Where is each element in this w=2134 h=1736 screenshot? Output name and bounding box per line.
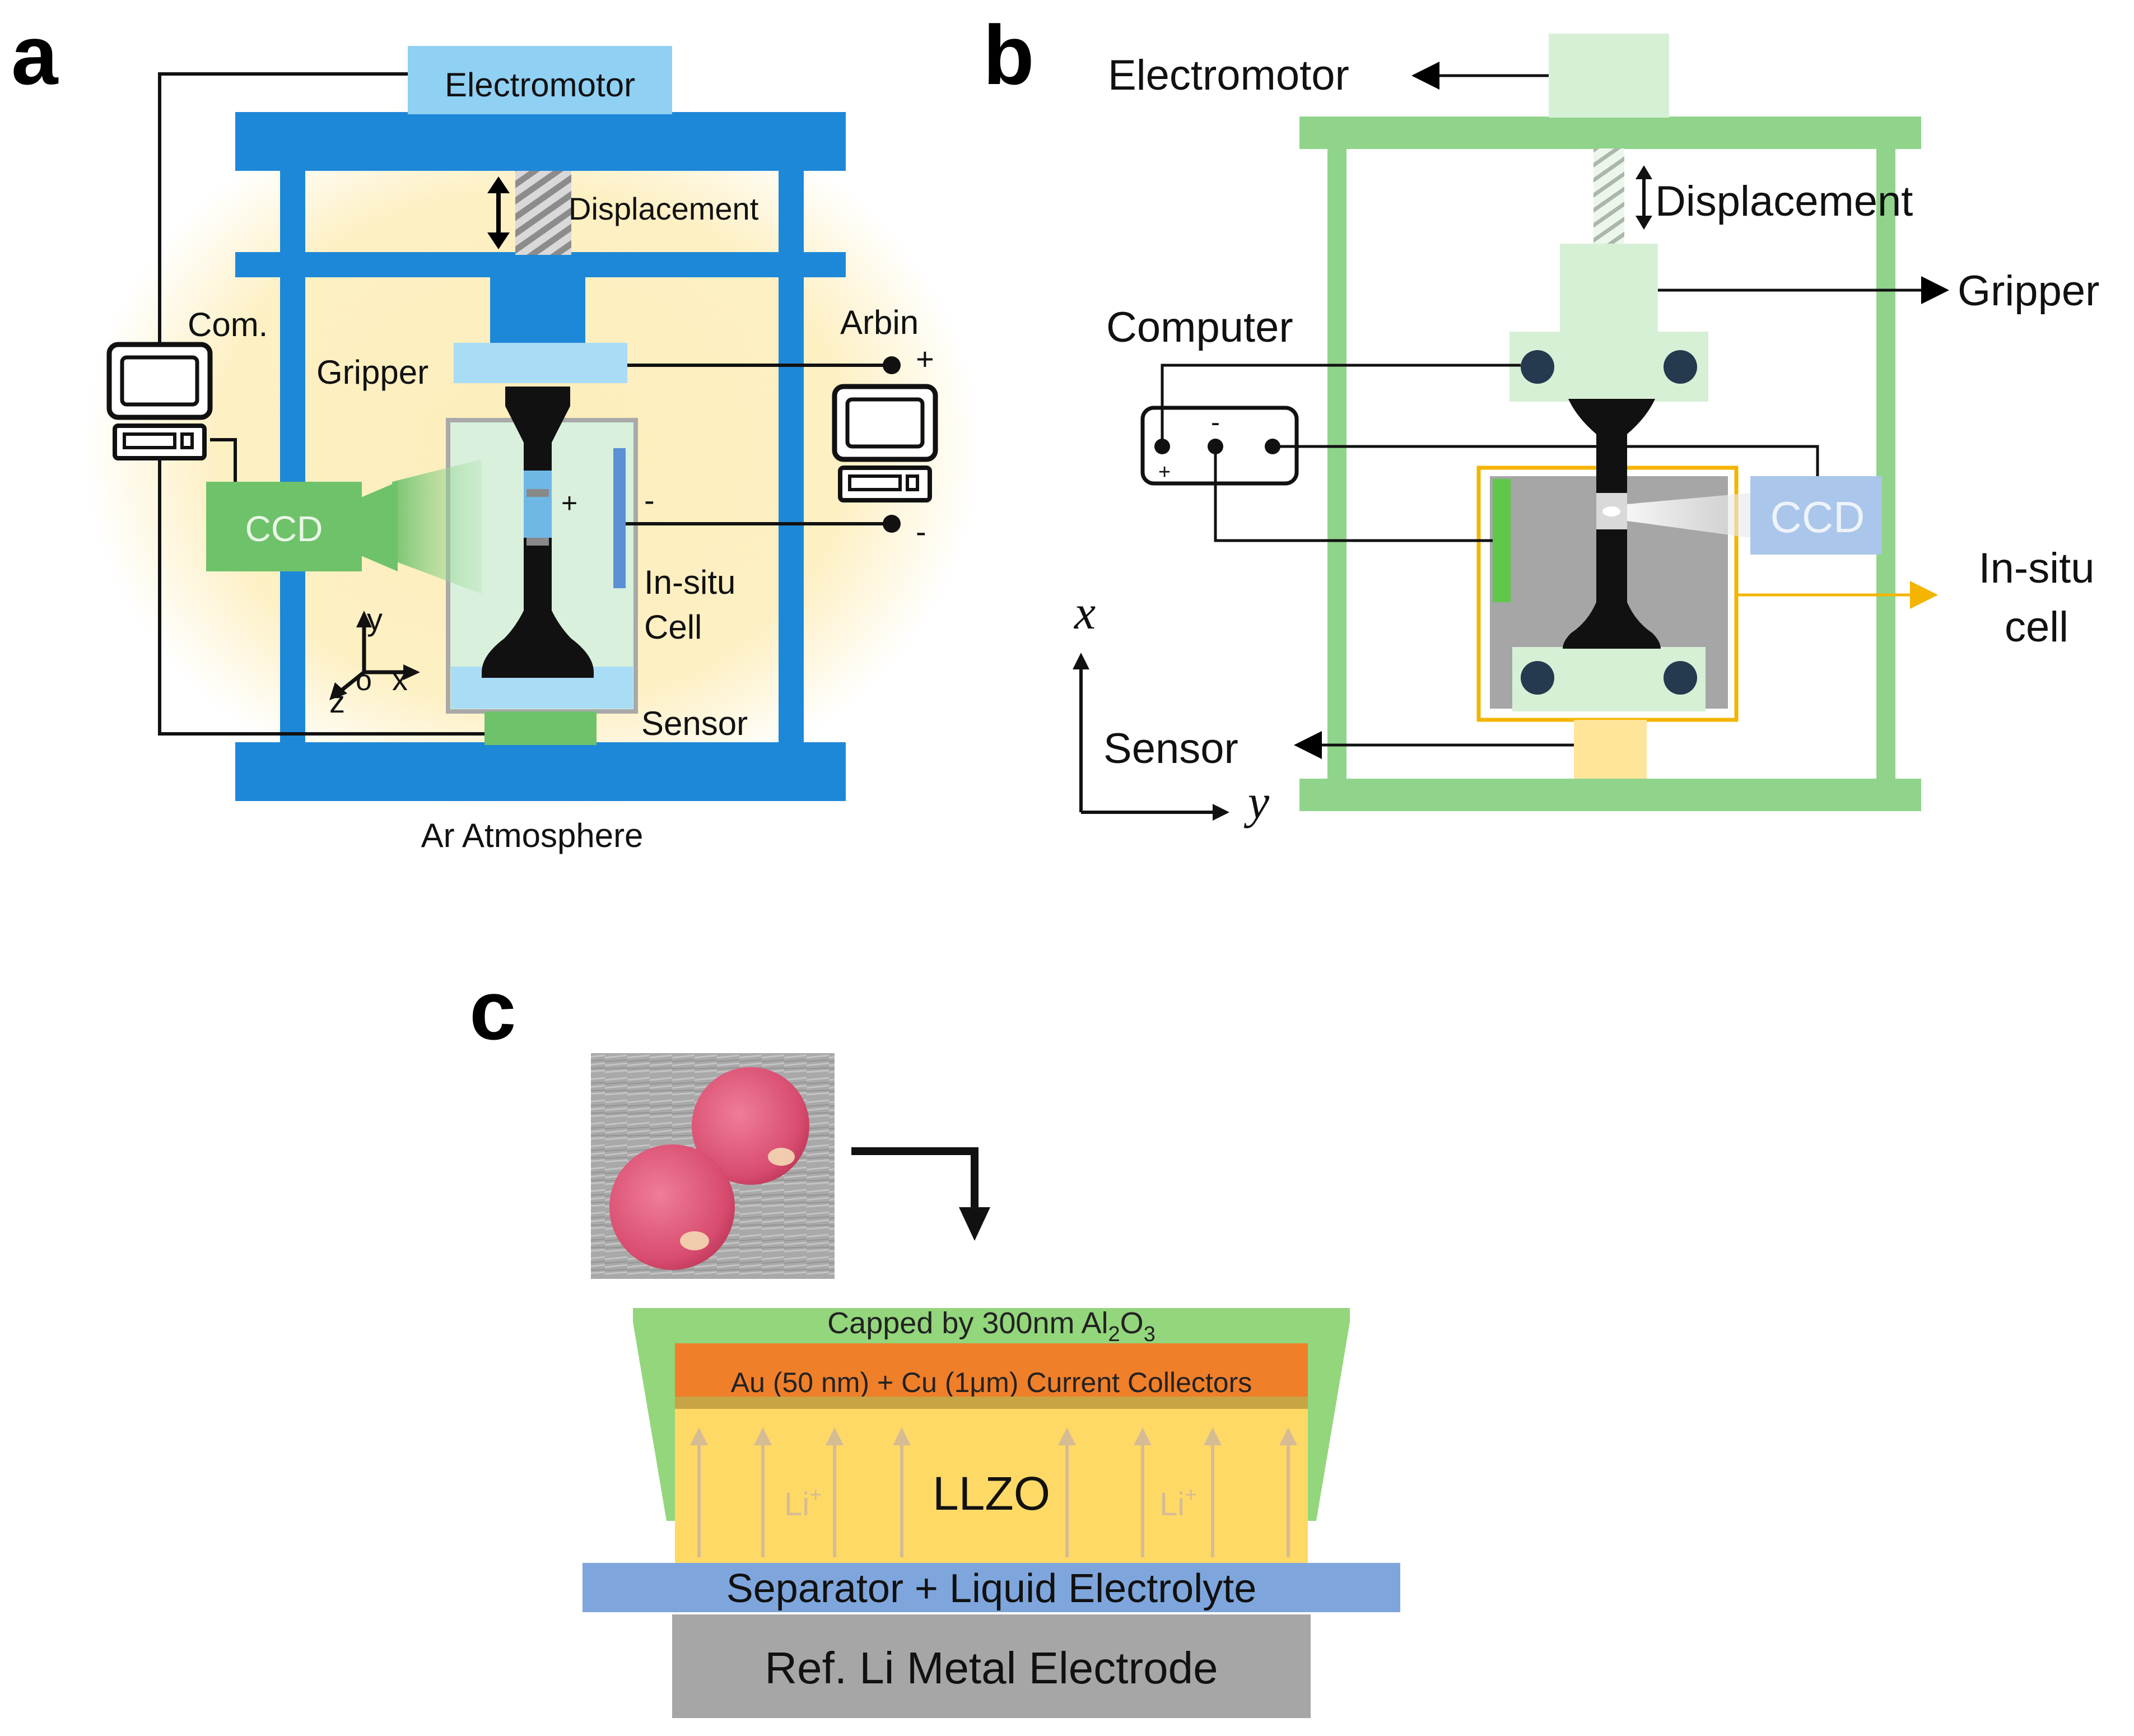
llzo-label: LLZO (933, 1467, 1050, 1520)
b-axis-y-label: y (1243, 775, 1270, 829)
llzo-pellet-photo (591, 1053, 835, 1279)
computer-icon (106, 342, 213, 460)
frame-crossbar (235, 252, 846, 277)
reference-electrode-layer (672, 1614, 1311, 1718)
cell-minus-label: - (644, 482, 655, 518)
gripper-head (490, 274, 585, 347)
ccd-beam-cone (392, 459, 482, 594)
electromotor-label: Electromotor (445, 66, 635, 104)
b-axis-x-arrowhead (1073, 653, 1089, 669)
axis-o-label: o (356, 664, 372, 697)
ccd-camera-body (206, 482, 362, 571)
axis-z-arrowhead (329, 682, 347, 700)
panel-a-letter: a (11, 8, 59, 102)
specimen-gauge-mark-bottom (526, 538, 549, 546)
current-collector-label: Au (50 nm) + Cu (1μm) Current Collectors (731, 1367, 1252, 1398)
displacement-double-arrow (487, 176, 510, 249)
b-sensor-label: Sensor (1103, 725, 1238, 772)
in-situ-cell-label-line1: In-situ (644, 564, 735, 601)
arbin-label: Arbin (840, 304, 919, 341)
b-axis-y-arrowhead (1213, 804, 1229, 821)
b-frame-left-column (1327, 148, 1346, 781)
b-axes-icon (1079, 661, 1221, 814)
displacement-label: Displacement (569, 191, 759, 226)
in-situ-cell-electrode-strip (613, 448, 626, 588)
separator-label: Separator + Liquid Electrolyte (726, 1566, 1257, 1611)
arbin-icon (832, 384, 938, 502)
panel-c: c Capped by 300nm Al2O3 Au (50 nm) + Cu … (469, 963, 1400, 1718)
b-cell-electrode-strip (1493, 479, 1511, 602)
b-in-situ-label-line2: cell (2005, 603, 2068, 651)
b-gauge-spot (1602, 506, 1620, 516)
displacement-screw (515, 171, 571, 255)
axis-x-arrowhead (403, 664, 420, 680)
b-computer-label: Computer (1106, 304, 1293, 351)
collector-interface-strip (675, 1397, 1308, 1409)
axis-y-arrowhead (356, 611, 372, 627)
panel-b-letter: b (983, 8, 1035, 102)
b-displacement-double-arrow (1636, 165, 1652, 230)
b-ccd-beam (1627, 493, 1750, 538)
b-gripper-head (1560, 244, 1658, 333)
b-sensor-block (1574, 720, 1647, 779)
arbin-plus-label: + (916, 341, 934, 376)
separator-layer (583, 1563, 1400, 1612)
ccd-label: CCD (245, 509, 323, 549)
b-in-situ-label-line1: In-situ (1979, 544, 2095, 592)
panel-a: a Electromotor Displacement Gripper (11, 8, 980, 854)
llzo-layer (675, 1409, 1308, 1563)
sensor-label: Sensor (641, 705, 748, 742)
b-lower-bolt-right (1664, 661, 1697, 695)
cap-label: Capped by 300nm Al2O3 (827, 1306, 1155, 1346)
panel-c-letter: c (469, 963, 516, 1057)
axis-x-label: x (392, 662, 408, 697)
cell-plus-label: + (561, 487, 577, 519)
gripper-label: Gripper (316, 353, 428, 391)
li-ion-arrows (690, 1427, 1297, 1557)
b-gripper-bolt-right (1664, 350, 1697, 384)
b-electromotor-box (1549, 34, 1669, 118)
process-arrow (851, 1147, 990, 1241)
electrode-label: Ref. Li Metal Electrode (765, 1643, 1218, 1693)
sensor-block (484, 711, 597, 745)
atmosphere-label: Ar Atmosphere (421, 817, 644, 854)
specimen-gauge-section (524, 471, 552, 538)
current-collector-layer (675, 1343, 1308, 1397)
b-terminal-plus-label: + (1158, 460, 1171, 484)
b-ccd-camera (1750, 476, 1882, 555)
b-gripper-bolt-left (1521, 350, 1554, 384)
arbin-minus-terminal (883, 515, 901, 533)
frame-bottom-beam (235, 742, 846, 801)
b-gripper-label: Gripper (1958, 267, 2099, 315)
in-situ-cell-label-line2: Cell (644, 608, 702, 646)
b-electromotor-label: Electromotor (1108, 52, 1349, 99)
panel-b-wiring (1161, 364, 1819, 542)
ccd-camera-lens (358, 482, 398, 571)
electromotor-box (408, 46, 672, 114)
frame-top-beam (235, 112, 846, 171)
b-displacement-screw (1593, 148, 1624, 244)
b-frame-right-column (1876, 148, 1895, 781)
b-lower-bolt-left (1521, 661, 1554, 695)
panel-b: b Electromotor Displacement Gripper (983, 8, 2099, 829)
b-axis-x-label: x (1073, 585, 1096, 639)
specimen-gauge-mark-top (526, 489, 549, 497)
arbin-plus-terminal (883, 356, 901, 374)
b-frame-top-beam (1299, 117, 1921, 149)
gripper-plate (454, 343, 627, 383)
b-ccd-label: CCD (1770, 492, 1865, 542)
b-terminal-minus-label: - (1211, 408, 1220, 438)
axis-y-label: y (367, 602, 383, 637)
computer-label: Com. (188, 306, 268, 343)
li-ion-label-right: Li+ (1159, 1483, 1197, 1523)
li-ion-label-left: Li+ (784, 1483, 822, 1523)
b-displacement-label: Displacement (1655, 178, 1913, 225)
arbin-minus-label: - (916, 514, 926, 549)
axis-z-label: z (329, 684, 345, 719)
panel-a-wiring (158, 72, 891, 736)
b-frame-bottom-beam (1299, 779, 1921, 811)
